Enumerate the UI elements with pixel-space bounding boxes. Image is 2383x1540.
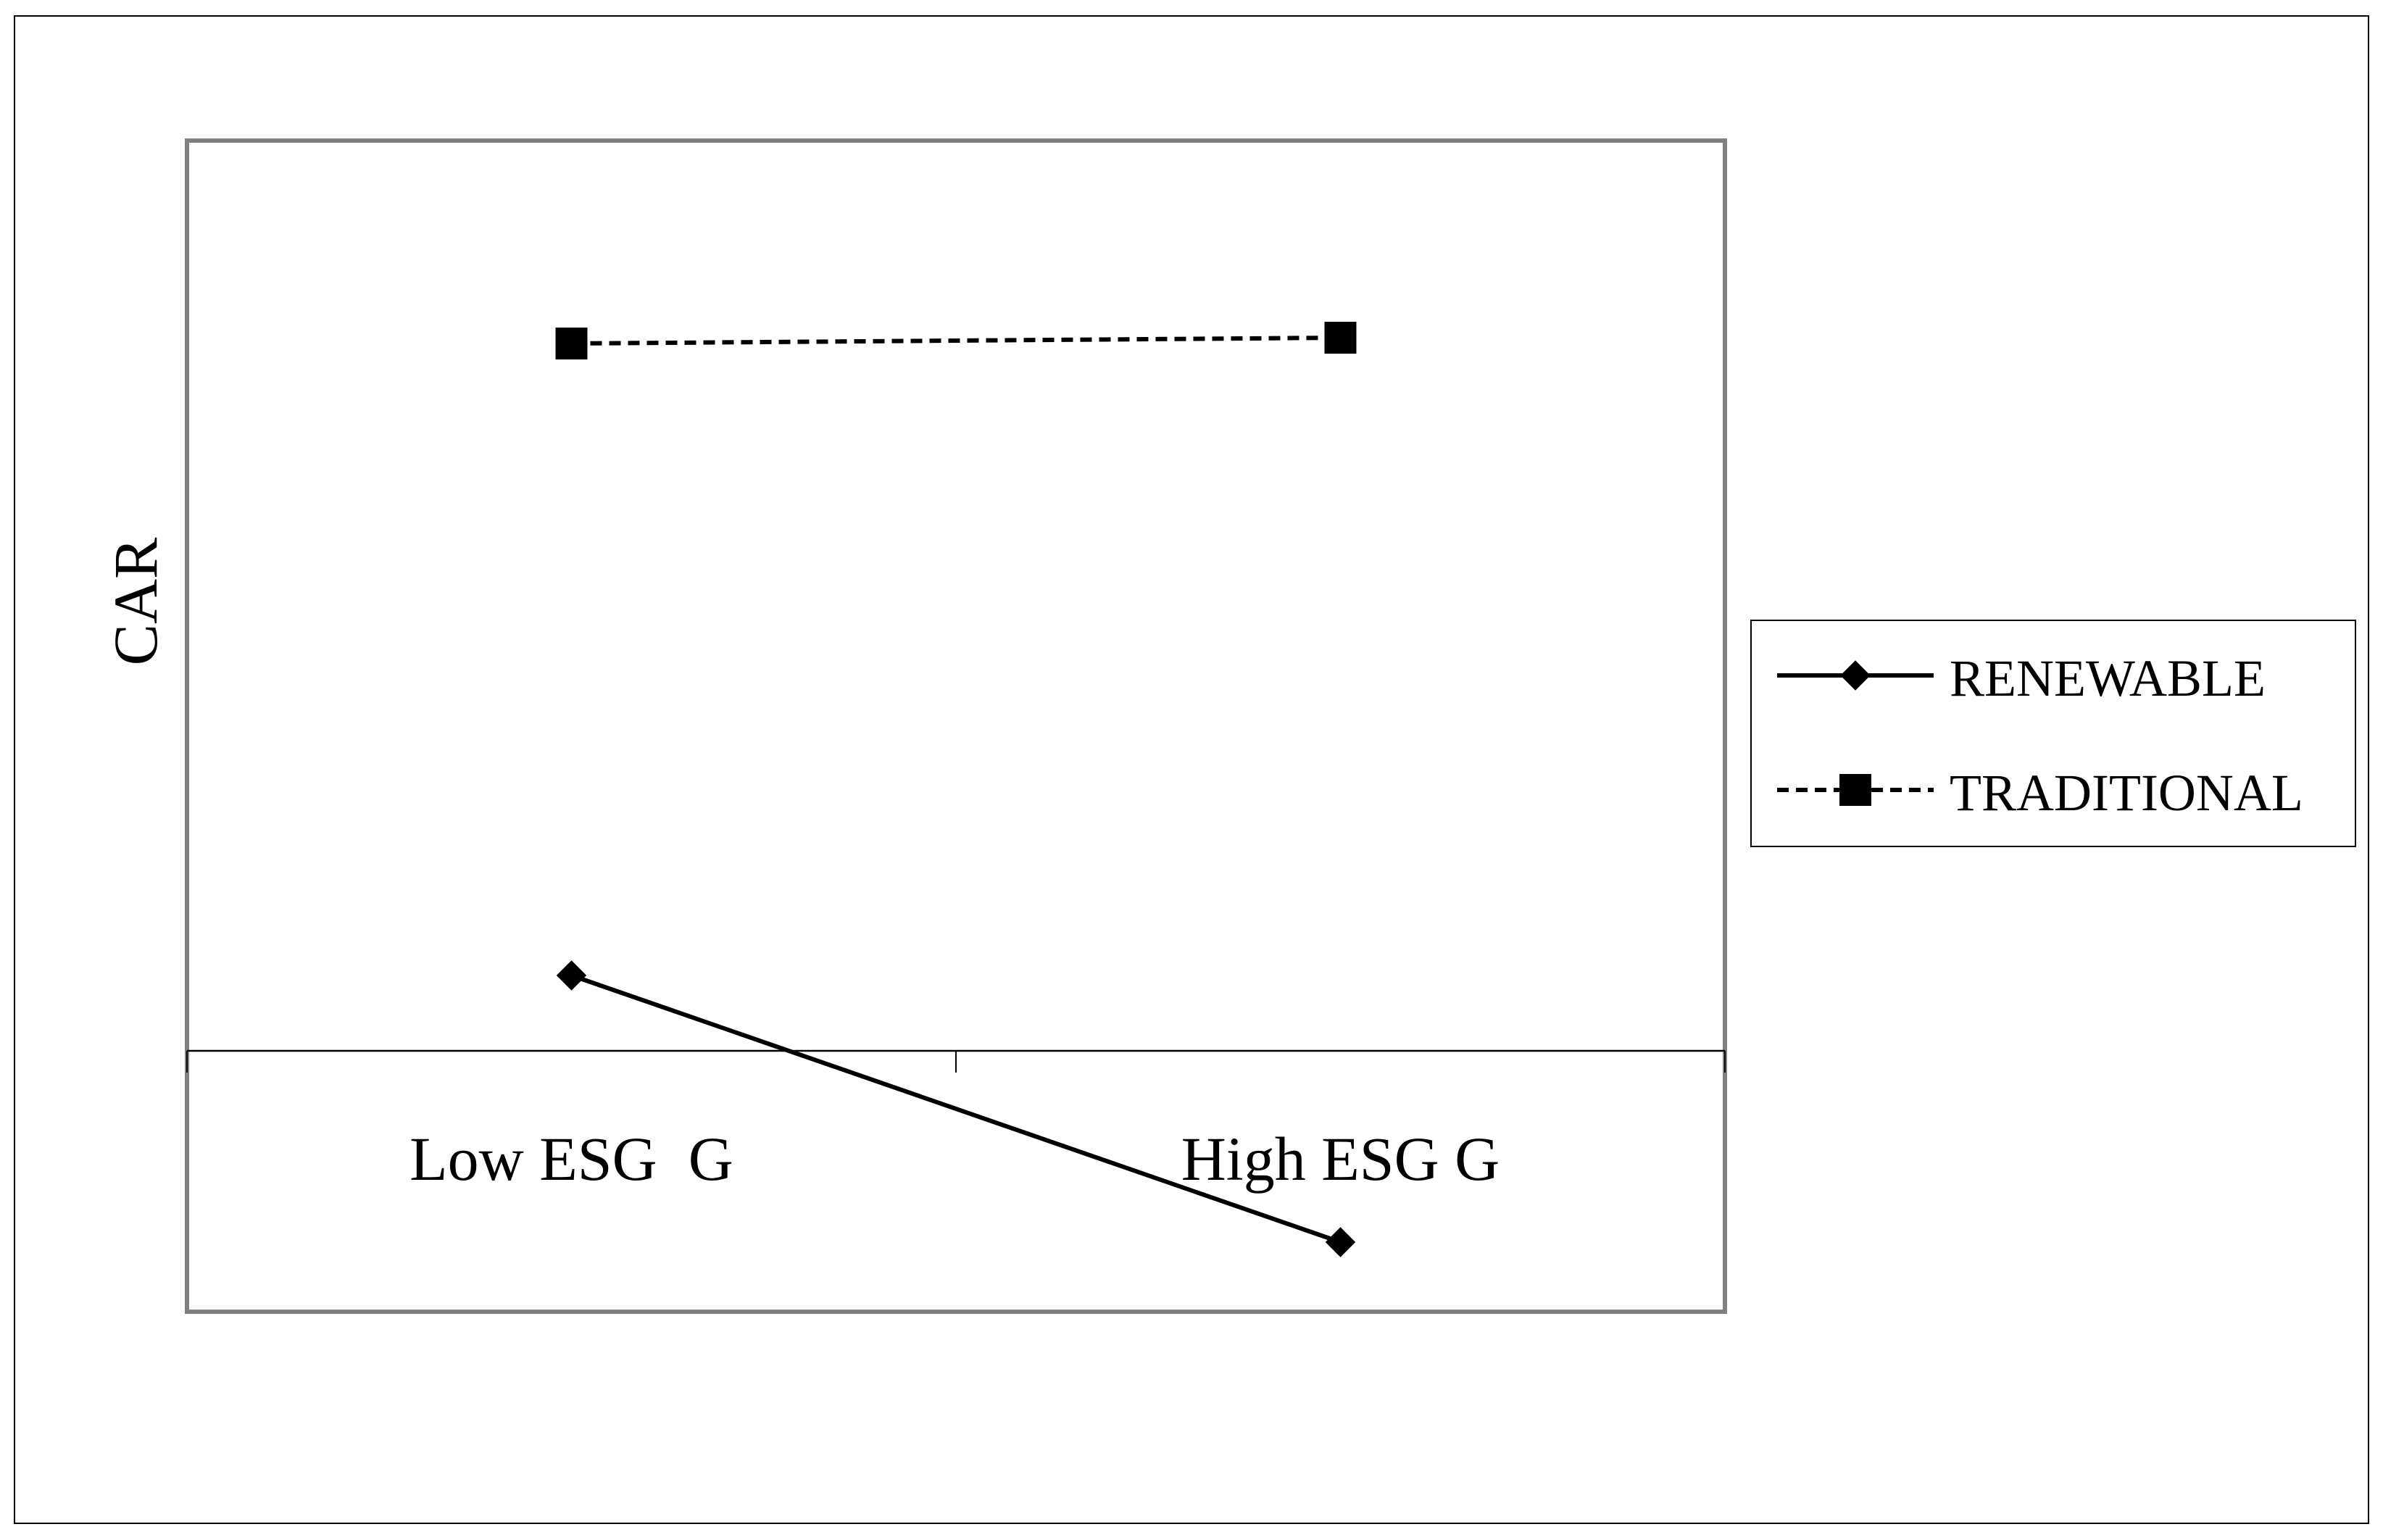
- legend-marker-diamond: [1840, 660, 1871, 691]
- plot-area-frame: [185, 138, 1727, 1314]
- x-axis: [186, 1049, 1726, 1073]
- legend: RENEWABLE TRADITIONAL: [1750, 620, 2356, 847]
- legend-label: RENEWABLE: [1950, 649, 2266, 707]
- data-point-diamond: [556, 960, 587, 991]
- data-point-diamond: [1325, 1227, 1356, 1257]
- legend-marker-square: [1839, 774, 1871, 806]
- legend-item-traditional: TRADITIONAL: [1777, 764, 2303, 822]
- data-point-square: [555, 328, 588, 359]
- legend-box: [1750, 620, 2356, 847]
- series-layer: [555, 322, 1357, 1257]
- category-labels: Low ESG G High ESG G: [409, 1124, 1500, 1194]
- category-label: High ESG G: [1181, 1124, 1500, 1194]
- series-line: [570, 973, 1342, 1244]
- legend-item-renewable: RENEWABLE: [1777, 649, 2266, 707]
- y-axis-label: CAR: [101, 537, 170, 665]
- data-point-square: [1324, 322, 1357, 354]
- legend-label: TRADITIONAL: [1950, 764, 2303, 822]
- series-renewable: [556, 960, 1356, 1257]
- series-line: [571, 336, 1341, 346]
- series-traditional: [555, 322, 1357, 359]
- category-label: Low ESG G: [409, 1124, 733, 1194]
